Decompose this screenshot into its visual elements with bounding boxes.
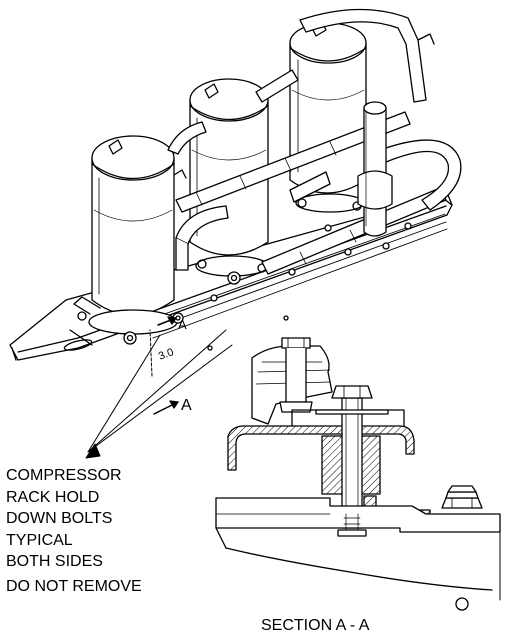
accumulator: [357, 101, 393, 237]
section-mark-a-small: A: [178, 317, 187, 332]
compressor-2: [189, 78, 269, 285]
callout-line-5: BOTH SIDES: [6, 553, 103, 570]
do-not-remove-label: DO NOT REMOVE: [6, 578, 142, 595]
callout-line-4: TYPICAL: [6, 531, 73, 549]
section-cut-marks: 3.0: [149, 316, 179, 415]
compressor-1: [73, 135, 187, 345]
callout-line-1: COMPRESSOR: [6, 467, 122, 484]
callout-line-3: DOWN BOLTS: [6, 510, 113, 527]
rail-bolts: [207, 222, 412, 351]
callout-label: COMPRESSOR RACK HOLD DOWN BOLTS TYPICAL …: [6, 468, 122, 576]
section-title: SECTION A - A: [261, 617, 370, 634]
suction-manifold: [167, 8, 462, 275]
section-mark-a: A: [181, 397, 192, 414]
callout-leaders: [85, 329, 233, 459]
section-a-a-detail: [215, 337, 501, 611]
svg-text:3.0: 3.0: [157, 346, 175, 363]
callout-line-2: RACK HOLD: [6, 488, 100, 506]
